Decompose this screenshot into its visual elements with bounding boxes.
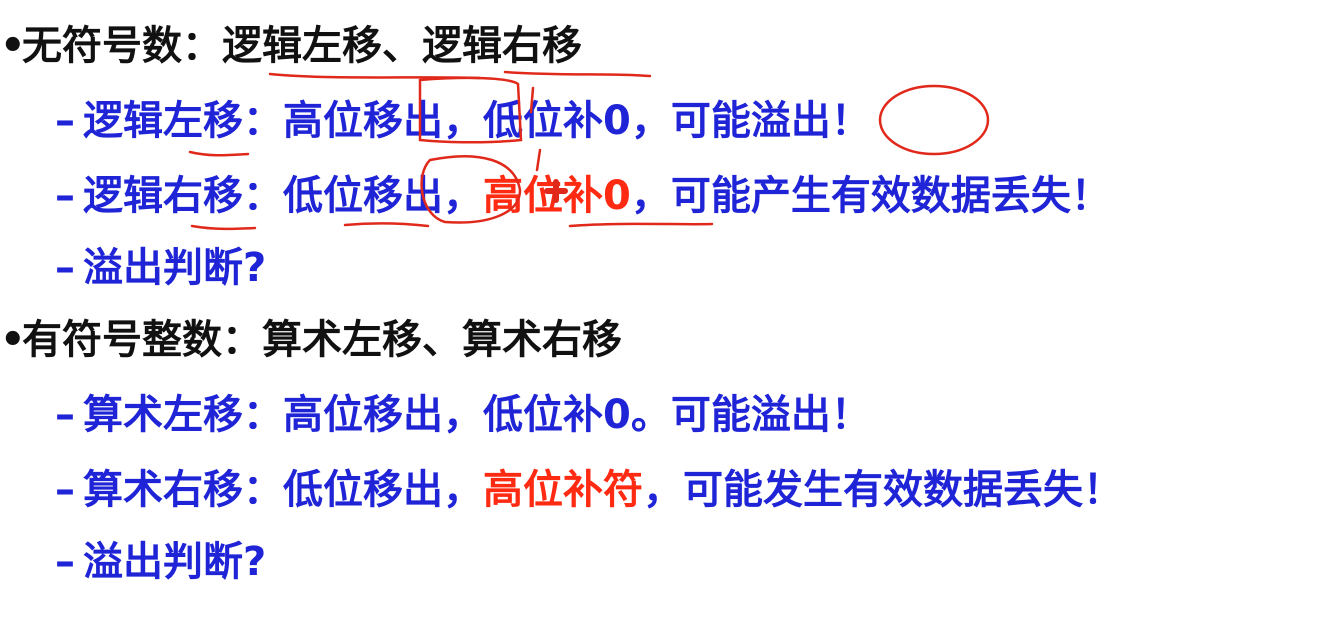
item-part-a: 低位移出， — [283, 173, 483, 219]
dash-icon: – — [55, 392, 75, 438]
dash-icon: – — [55, 98, 75, 144]
item-label: 逻辑左移： — [83, 98, 283, 144]
dash-icon: – — [55, 539, 75, 585]
item-label: 算术右移： — [83, 467, 283, 513]
underline-mark — [503, 70, 652, 78]
dash-icon: – — [55, 245, 75, 291]
list-item-arithmetic-left-shift: –算术左移：高位移出，低位补0。可能溢出！ — [55, 395, 871, 435]
underline-mark — [343, 222, 430, 228]
item-part-b: 低位补0。 — [483, 392, 671, 438]
heading-text: 无符号数：逻辑左移、逻辑右移 — [22, 23, 582, 69]
bullet-icon: • — [0, 23, 26, 69]
underline-mark — [188, 150, 250, 157]
list-item-logical-left-shift: –逻辑左移：高位移出，低位补0，可能溢出！ — [55, 101, 871, 141]
section-heading-signed: •有符号整数：算术左移、算术右移 — [0, 320, 622, 360]
list-item-overflow-check: –溢出判断? — [55, 542, 266, 582]
item-label: 溢出判断? — [83, 539, 267, 585]
list-item-arithmetic-right-shift: –算术右移：低位移出，高位补符，可能发生有效数据丢失！ — [55, 470, 1123, 510]
item-part-c: ，可能产生有效数据丢失！ — [630, 173, 1111, 219]
dash-icon: – — [55, 467, 75, 513]
underline-mark — [190, 224, 257, 231]
list-item-logical-right-shift: –逻辑右移：低位移出，高位补0，可能产生有效数据丢失！ — [55, 176, 1111, 216]
item-part-b: 低位补0， — [483, 98, 671, 144]
item-part-a: 低位移出， — [283, 467, 483, 513]
item-part-c: 可能溢出！ — [670, 392, 871, 438]
circle-mark — [878, 84, 990, 156]
item-part-a: 高位移出， — [283, 392, 483, 438]
bullet-icon: • — [0, 317, 26, 363]
item-part-b-highlight: 高位补0 — [483, 173, 631, 219]
item-part-b-highlight: 高位补符 — [483, 467, 643, 513]
tick-mark — [535, 148, 542, 172]
list-item-overflow-check: –溢出判断? — [55, 248, 266, 288]
underline-mark — [268, 72, 482, 80]
dash-icon: – — [55, 173, 75, 219]
item-label: 逻辑右移： — [83, 173, 283, 219]
underline-mark — [568, 222, 714, 228]
item-label: 溢出判断? — [83, 245, 267, 291]
item-part-a: 高位移出， — [283, 98, 483, 144]
item-part-c: 可能溢出！ — [670, 98, 871, 144]
section-heading-unsigned: •无符号数：逻辑左移、逻辑右移 — [0, 26, 582, 66]
item-part-c: ，可能发生有效数据丢失！ — [643, 467, 1123, 513]
heading-text: 有符号整数：算术左移、算术右移 — [22, 317, 622, 363]
item-label: 算术左移： — [83, 392, 283, 438]
